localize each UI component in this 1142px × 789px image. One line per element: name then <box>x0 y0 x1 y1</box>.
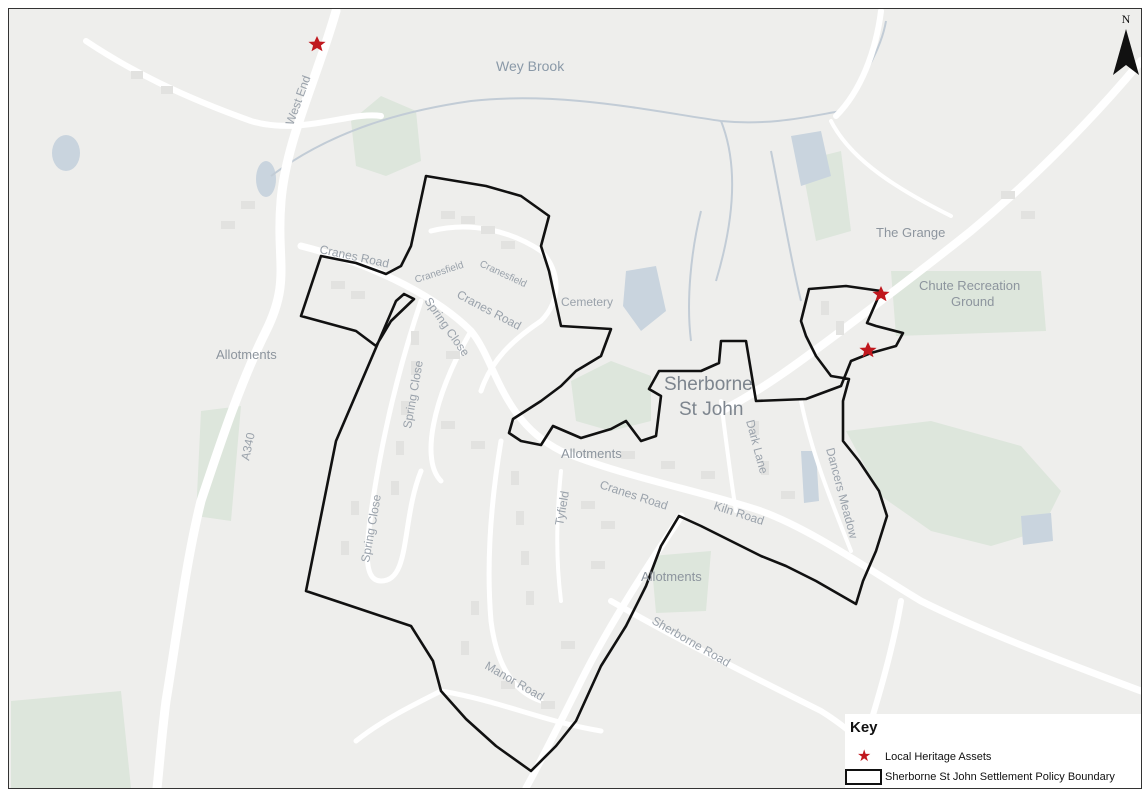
settlement-policy-boundary <box>299 174 905 773</box>
road-sherborne <box>522 512 685 788</box>
green-area <box>651 551 711 613</box>
heritage-star <box>859 342 877 358</box>
boundary-swatch-icon <box>845 769 882 785</box>
label-cemetery: Cemetery <box>561 295 613 309</box>
label-chute-line2: Ground <box>951 294 994 309</box>
label-allotments-south: Allotments <box>641 569 702 584</box>
label-the-grange: The Grange <box>876 225 945 240</box>
road-dark-lane <box>719 399 738 513</box>
legend-title: Key <box>850 719 878 736</box>
wey-brook <box>270 97 842 177</box>
green-area <box>846 421 1061 546</box>
road-spring-close <box>364 298 424 584</box>
pond <box>256 161 276 197</box>
road-north-east <box>833 9 884 119</box>
stream <box>715 120 734 282</box>
label-tyfield: Tyfield <box>552 490 572 527</box>
road-tyfield <box>555 469 563 603</box>
label-village-line2: St John <box>679 399 743 420</box>
road-grange <box>717 57 1141 415</box>
label-chute-line1: Chute Recreation <box>919 278 1020 293</box>
label-allotments-west: Allotments <box>216 347 277 362</box>
buildings <box>131 71 1035 709</box>
lake <box>623 266 666 331</box>
legend-boundary-label: Sherborne St John Settlement Policy Boun… <box>885 771 1115 783</box>
road-cranes <box>297 242 1141 695</box>
green-area <box>891 271 1046 336</box>
road-manor-west <box>353 688 444 744</box>
label-village-line1: Sherborne <box>664 374 753 395</box>
label-a340: A340 <box>238 431 258 462</box>
legend-heritage-label: Local Heritage Assets <box>885 751 992 763</box>
green-area <box>571 361 651 431</box>
green-area <box>11 691 131 788</box>
star-icon: ★ <box>857 748 872 765</box>
water-bodies <box>52 131 1053 545</box>
pond <box>52 135 80 171</box>
road-east-loop <box>829 119 953 218</box>
road-dancers <box>799 399 853 553</box>
map-frame: Wey Brook West End Cranes Road Cranesfie… <box>8 8 1142 789</box>
lake <box>791 131 831 186</box>
north-arrow: N <box>1105 9 1141 79</box>
heritage-star <box>872 286 890 302</box>
road-manor <box>438 688 604 734</box>
legend-item-heritage: ★ Local Heritage Assets <box>845 749 1141 765</box>
map-canvas[interactable]: Wey Brook West End Cranes Road Cranesfie… <box>9 9 1141 788</box>
label-allotments-centre: Allotments <box>561 446 622 461</box>
stream <box>770 150 802 302</box>
label-wey-brook: Wey Brook <box>496 58 565 74</box>
lake <box>801 451 819 503</box>
north-label: N <box>1122 12 1131 26</box>
road-a340 <box>152 9 341 788</box>
lake <box>1021 513 1053 545</box>
legend-item-boundary: Sherborne St John Settlement Policy Boun… <box>845 769 1141 785</box>
north-arrow-icon <box>1113 29 1139 75</box>
stream <box>688 210 702 342</box>
heritage-assets <box>308 36 890 358</box>
heritage-star <box>308 36 326 52</box>
map-legend: Key ★ Local Heritage Assets Sherborne St… <box>845 714 1141 788</box>
road-west-end <box>83 38 384 129</box>
